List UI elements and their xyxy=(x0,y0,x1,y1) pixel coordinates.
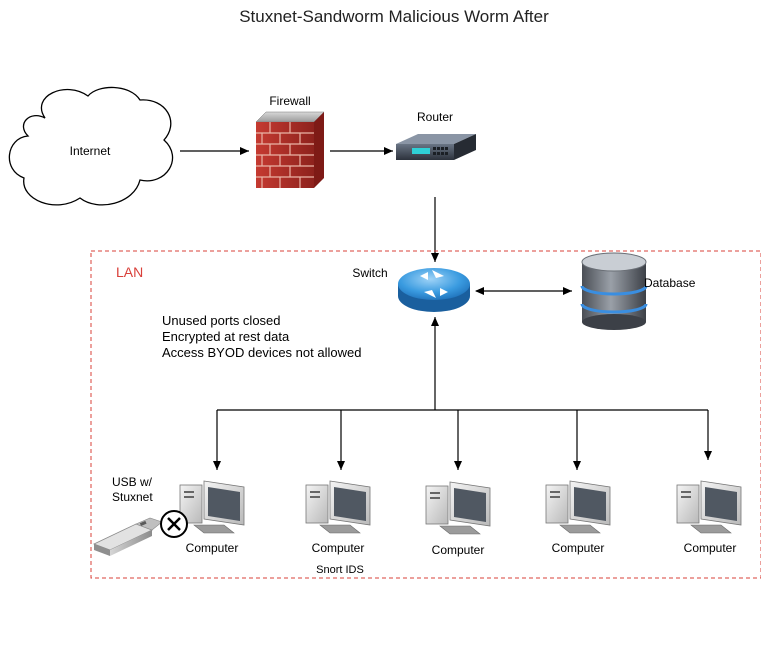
switch-icon xyxy=(398,268,470,312)
computer-node[interactable]: Computer xyxy=(676,480,742,555)
security-notes: Unused ports closed Encrypted at rest da… xyxy=(162,313,361,360)
switch-node[interactable]: Switch xyxy=(352,266,470,312)
internet-label: Internet xyxy=(70,144,111,158)
database-label: Database xyxy=(644,276,696,290)
computer-label: Computer xyxy=(186,541,239,555)
note-line: Access BYOD devices not allowed xyxy=(162,345,361,360)
router-label: Router xyxy=(417,110,453,124)
usb-drive-icon xyxy=(92,517,163,556)
router-icon xyxy=(396,134,476,160)
switch-label: Switch xyxy=(352,266,387,280)
computer-icon xyxy=(305,480,371,534)
computer-node[interactable]: Computer Snort IDS xyxy=(305,480,371,576)
firewall-icon xyxy=(255,111,325,188)
note-line: Unused ports closed xyxy=(162,313,281,328)
computer-label: Computer xyxy=(312,541,365,555)
note-line: Encrypted at rest data xyxy=(162,329,290,344)
firewall-node[interactable]: Firewall xyxy=(255,94,325,188)
usb-label-line1: USB w/ xyxy=(112,475,153,489)
blocked-x-icon xyxy=(160,510,188,538)
computer-label: Computer xyxy=(432,543,485,557)
computer-label: Computer xyxy=(552,541,605,555)
computer-sublabel: Snort IDS xyxy=(316,564,364,576)
computer-icon xyxy=(545,480,611,534)
lan-boundary xyxy=(90,250,761,579)
computer-icon xyxy=(676,480,742,534)
computer-label: Computer xyxy=(684,541,737,555)
computer-node[interactable]: Computer xyxy=(425,481,491,557)
diagram-title: Stuxnet-Sandworm Malicious Worm After xyxy=(239,7,549,26)
usb-node[interactable]: USB w/ Stuxnet xyxy=(92,475,188,556)
internet-node[interactable]: Internet xyxy=(8,86,174,206)
database-icon xyxy=(580,252,648,330)
router-node[interactable]: Router xyxy=(396,110,476,160)
cloud-icon xyxy=(8,86,174,206)
usb-label-line2: Stuxnet xyxy=(112,490,153,504)
computer-node[interactable]: Computer xyxy=(545,480,611,555)
computer-node[interactable]: Computer xyxy=(179,480,245,555)
computer-icon xyxy=(425,481,491,535)
database-node[interactable]: Database xyxy=(580,252,696,330)
firewall-label: Firewall xyxy=(269,94,310,108)
computer-icon xyxy=(179,480,245,534)
lan-label: LAN xyxy=(116,264,143,280)
